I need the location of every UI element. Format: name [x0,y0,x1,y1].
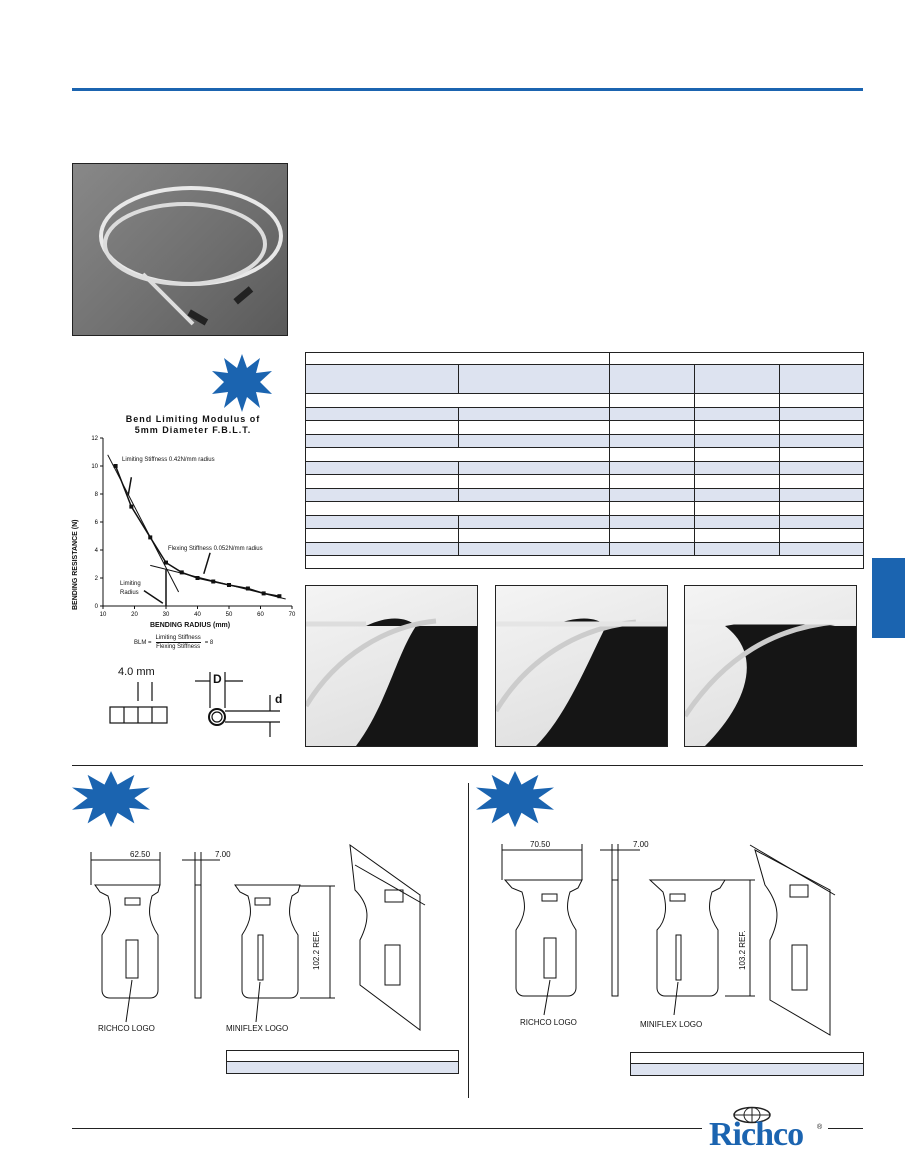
y-tick-label: 2 [95,576,99,582]
bend-photo-1 [305,585,478,747]
chart-title: Bend Limiting Modulus of 5mm Diameter F.… [118,414,268,436]
y-tick-label: 4 [95,548,99,554]
outer-diameter-label: D [213,672,222,686]
x-tick-label: 10 [100,612,107,618]
clip-drawing-left: 62.50 7.00 102.2 REF. RICHCO LOGO MINIFL… [70,830,470,1080]
logo-callout: RICHCO LOGO [98,1024,155,1033]
annotation-flexing: Flexing Stiffness 0.052N/mm radius [168,546,263,552]
section-divider [72,765,863,766]
annotation-limiting: Limiting Stiffness 0.42N/mm radius [122,457,215,463]
chart-title-line: Bend Limiting Modulus of [125,414,261,424]
x-tick-label: 30 [163,612,170,618]
formula-numerator: Limiting Stiffness [155,635,201,643]
new-starburst-icon [72,771,150,827]
globe-icon [733,1106,771,1124]
blm-formula: BLM = Limiting Stiffness Flexing Stiffne… [134,634,213,651]
y-tick-label: 6 [95,520,99,526]
tube-sketch-lines [109,672,280,737]
chart-plot: 10 20 30 40 50 60 70 0 2 4 6 8 10 12 [91,436,296,618]
formula-lhs: BLM = [134,639,152,646]
radius-label: Radius [120,590,139,596]
chart-title-line: 5mm Diameter F.B.L.T. [134,425,252,435]
annotation-arrow [143,589,164,604]
annotation-arrow [203,552,211,575]
flexing-tangent [150,564,286,600]
footer-rule [72,1128,702,1129]
bend-photo-2 [495,585,668,747]
width-dimension: 62.50 [130,850,151,859]
x-tick-label: 40 [194,612,201,618]
header-rule [72,88,863,91]
cable-image [99,186,283,326]
thickness-dimension: 7.00 [633,840,649,849]
formula-rhs: = 8 [204,639,214,646]
height-dimension: 103.2 REF. [738,930,747,970]
x-axis-label: BENDING RADIUS (mm) [150,622,231,629]
y-tick-label: 10 [91,464,98,470]
x-tick-label: 50 [226,612,233,618]
brand-name: Richco [709,1116,804,1153]
specs-table [304,352,864,569]
new-starburst-icon [476,771,554,827]
height-dimension: 102.2 REF. [312,930,321,970]
width-dimension: 70.50 [530,840,551,849]
bend-chart: Bend Limiting Modulus of 5mm Diameter F.… [70,410,305,658]
radius-label: Limiting [120,581,141,587]
richco-logo: Richco ® [707,1106,827,1156]
data-point [277,594,282,599]
annotation-radius: Limiting Radius [120,580,141,598]
thickness-dimension: 7.00 [215,850,231,859]
inner-diameter-label: d [275,692,283,706]
column-divider [468,783,469,1098]
footer-rule [828,1128,863,1129]
y-tick-label: 8 [95,492,99,498]
part-table-right [630,1052,864,1076]
y-tick-label: 12 [91,436,98,442]
clip-drawing-lines [90,843,426,1031]
new-starburst-icon [212,354,272,412]
y-axis-label: BENDING RESISTANCE (N) [72,519,79,610]
annotation-arrow [127,477,133,496]
data-point [164,560,168,565]
registered-mark: ® [817,1124,823,1131]
pitch-label: 4.0 mm [118,666,155,678]
clip-drawing-lines [501,844,836,1036]
data-point [179,570,184,575]
formula-denominator: Flexing Stiffness [156,644,201,650]
logo-callout: MINIFLEX LOGO [640,1020,703,1029]
data-point [245,586,250,591]
x-tick-label: 20 [131,612,138,618]
tube-dimension-sketch: 4.0 mm D d [70,660,300,750]
x-tick-label: 60 [257,612,264,618]
clip-drawing-right: 70.50 7.00 103.2 REF. RICHCO LOGO MINIFL… [480,830,870,1080]
logo-callout: MINIFLEX LOGO [226,1024,289,1033]
bend-photo-3 [684,585,857,747]
product-photo [72,163,288,336]
data-point [129,504,134,509]
data-point [113,464,118,468]
section-tab[interactable] [872,558,905,638]
limiting-tangent [107,454,180,593]
data-point [195,576,200,580]
logo-callout: RICHCO LOGO [520,1018,577,1027]
x-tick-label: 70 [289,612,296,618]
y-tick-label: 0 [95,604,99,610]
part-table-left [226,1050,459,1074]
